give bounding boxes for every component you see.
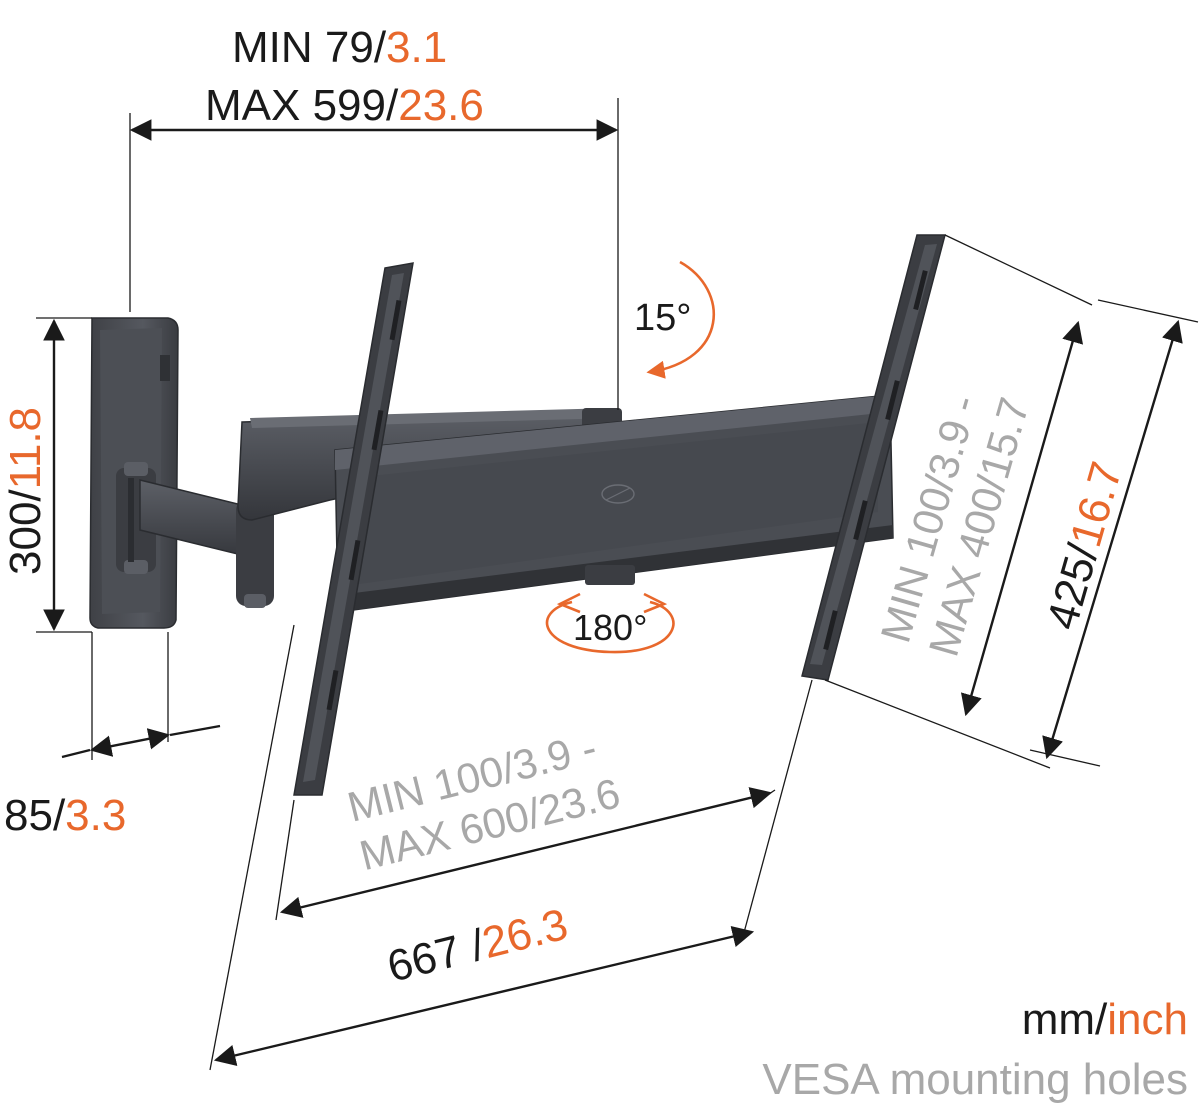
plate-height-label: 300/11.8 xyxy=(1,407,50,575)
top-span-max-mm: MAX 599/ xyxy=(205,81,399,130)
bracket-width-arrow xyxy=(213,926,755,1066)
vesa-horizontal-arrow xyxy=(279,787,773,918)
dimension-lines xyxy=(36,98,1199,1071)
wall-depth-label: 85/3.3 xyxy=(4,791,126,840)
tilt-rotation-arrow xyxy=(646,260,715,379)
plate-height-inch: 11.8 xyxy=(1,407,50,489)
wall-depth-mm: 85/ xyxy=(4,791,66,840)
bracket-height-label: 425/16.7 xyxy=(1038,457,1132,635)
top-span-label: MIN 79/3.1 MAX 599/23.6 xyxy=(205,23,484,130)
horizontal-rail xyxy=(334,394,894,613)
unit-legend: mm/inch xyxy=(1022,995,1188,1044)
left-vertical-strip xyxy=(293,262,414,796)
swivel-angle-label: 180° xyxy=(573,607,647,648)
wall-depth-arrow xyxy=(89,728,171,757)
brand-logo xyxy=(601,484,635,504)
bracket-width-mm: 667 / xyxy=(383,920,491,991)
bracket-height-inch: 16.7 xyxy=(1061,457,1132,553)
bracket-width-label: 667 /26.3 xyxy=(383,900,573,992)
wall-depth-arrow-left xyxy=(61,748,91,759)
swivel-rotation-arrow xyxy=(545,592,675,654)
wall-mount-product xyxy=(89,234,946,796)
tilt-angle-label: 15° xyxy=(634,297,691,339)
right-vertical-strip xyxy=(801,234,946,681)
unit-legend-inch: inch xyxy=(1107,995,1188,1044)
bracket-height-mm: 425/ xyxy=(1038,538,1109,635)
vesa-note: VESA mounting holes xyxy=(762,1055,1188,1104)
top-span-min-inch: 3.1 xyxy=(386,23,447,72)
bracket-height-arrow xyxy=(1042,319,1183,760)
plate-height-mm: 300/ xyxy=(1,489,50,575)
bracket-width-inch: 26.3 xyxy=(478,900,573,968)
svg-text:MAX 599/23.6: MAX 599/23.6 xyxy=(205,81,484,130)
top-span-max-inch: 23.6 xyxy=(398,81,484,130)
top-span-min-mm: MIN 79/ xyxy=(232,23,387,72)
svg-text:MIN 79/3.1: MIN 79/3.1 xyxy=(232,23,447,72)
vesa-horizontal-label: MIN 100/3.9 - MAX 600/23.6 xyxy=(343,724,625,880)
legend: mm/inch VESA mounting holes xyxy=(762,995,1188,1104)
wall-depth-inch: 3.3 xyxy=(65,791,126,840)
unit-legend-mm: mm/ xyxy=(1022,995,1108,1044)
